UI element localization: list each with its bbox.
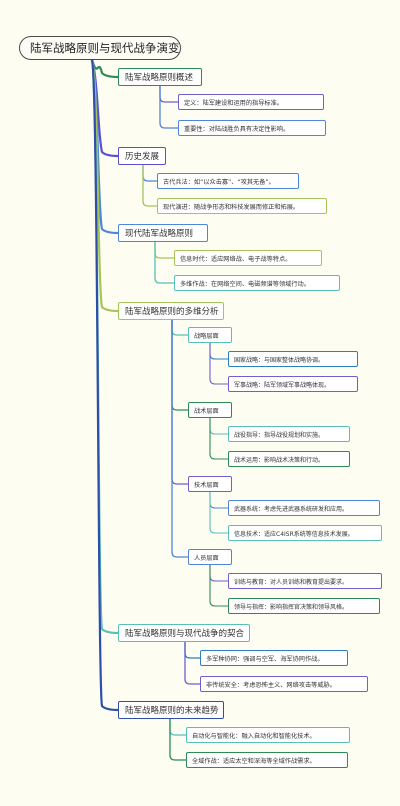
subtopic-label: 信息时代：适应网络战、电子战等特点。 <box>180 255 292 263</box>
subtopic-label: 人员层面 <box>194 554 219 562</box>
subtopic[interactable]: 信息时代：适应网络战、电子战等特点。 <box>174 250 322 266</box>
subtopic-connector <box>171 319 189 558</box>
leaf-connector <box>209 342 229 360</box>
subtopic[interactable]: 定义：陆军建设和运用的指导标准。 <box>178 94 324 110</box>
branch-topic-label: 现代陆军战略原则 <box>125 229 194 239</box>
subtopic-connector <box>171 319 189 411</box>
branch-topic[interactable]: 陆军战略原则与现代战争的契合 <box>118 624 250 642</box>
branch-topic-label: 陆军战略原则概述 <box>125 73 194 83</box>
subtopic-label: 定义：陆军建设和运用的指导标准。 <box>184 99 283 107</box>
subtopic-connector <box>142 164 158 207</box>
branch-topic[interactable]: 陆军战略原则概述 <box>118 68 202 86</box>
branch-connector <box>90 58 120 79</box>
subtopic-connector <box>159 85 179 103</box>
leaf-topic[interactable]: 国家战略：与国家整体战略协调。 <box>228 351 358 367</box>
root-topic[interactable]: 陆军战略原则与现代战争演变 <box>19 36 181 60</box>
leaf-topic-label: 领导与指挥：影响指挥官决策和领导风格。 <box>234 603 349 611</box>
root-topic-label: 陆军战略原则与现代战争演变 <box>30 41 180 55</box>
leaf-topic[interactable]: 军事战略：陆军领域军事战略体现。 <box>228 376 358 392</box>
leaf-topic-label: 训练与教育：对人员训练和教育提出要求。 <box>234 578 349 586</box>
leaf-topic-label: 军事战略：陆军领域军事战略体现。 <box>234 381 331 389</box>
branch-topic[interactable]: 历史发展 <box>118 147 166 165</box>
subtopic-label: 自动化与智能化：融入自动化和智能化技术。 <box>192 732 316 740</box>
leaf-topic[interactable]: 武器系统：考虑先进武器系统研发和应用。 <box>228 500 380 516</box>
leaf-topic-label: 信息技术：适应C4ISR系统等信息技术发展。 <box>234 530 354 538</box>
leaf-topic[interactable]: 战役指导：指导战役规划和实施。 <box>228 426 350 442</box>
leaf-topic[interactable]: 信息技术：适应C4ISR系统等信息技术发展。 <box>228 525 382 541</box>
branch-topic-label: 陆军战略原则的多维分析 <box>125 307 219 317</box>
subtopic[interactable]: 现代演进：随战争形态和科技发展而修正和拓展。 <box>157 198 327 214</box>
leaf-topic-label: 国家战略：与国家整体战略协调。 <box>234 356 325 364</box>
leaf-connector <box>209 417 229 460</box>
branch-topic[interactable]: 陆军战略原则的未来趋势 <box>118 701 224 719</box>
subtopic[interactable]: 自动化与智能化：融入自动化和智能化技术。 <box>186 727 350 743</box>
branch-topic-label: 陆军战略原则与现代战争的契合 <box>125 629 245 639</box>
leaf-topic[interactable]: 战术运用：影响战术决策和行动。 <box>228 451 350 467</box>
leaf-connector <box>209 342 229 385</box>
subtopic-label: 多军种协同：强调与空军、海军协同作战。 <box>206 655 324 663</box>
subtopic-label: 重要性：对陆战胜负具有决定性影响。 <box>184 125 290 133</box>
leaf-topic-label: 战术运用：影响战术决策和行动。 <box>234 456 325 464</box>
leaf-connector <box>209 491 229 509</box>
leaf-connector <box>209 491 229 534</box>
subtopic[interactable]: 战术层面 <box>188 402 232 418</box>
leaf-topic[interactable]: 领导与指挥：影响指挥官决策和领导风格。 <box>228 598 380 614</box>
leaf-topic-label: 战役指导：指导战役规划和实施。 <box>234 431 325 439</box>
branch-topic-label: 历史发展 <box>125 152 160 162</box>
subtopic-connector <box>169 718 187 761</box>
branch-topic-label: 陆军战略原则的未来趋势 <box>125 706 219 716</box>
leaf-connector <box>209 564 229 607</box>
subtopic-label: 战略层面 <box>194 332 219 340</box>
subtopic-label: 非传统安全：考虑恐怖主义、网络攻击等威胁。 <box>206 681 336 689</box>
subtopic-connector <box>154 241 175 284</box>
leaf-connector <box>209 417 229 435</box>
leaf-topic[interactable]: 训练与教育：对人员训练和教育提出要求。 <box>228 573 382 589</box>
branch-topic[interactable]: 陆军战略原则的多维分析 <box>118 302 224 320</box>
subtopic-label: 多维作战：在网络空间、电磁频谱等领域行动。 <box>180 280 310 288</box>
subtopic-label: 全域作战：适应太空和深海等全域作战需求。 <box>192 757 316 765</box>
subtopic-connector <box>184 641 201 659</box>
subtopic-connector <box>171 319 189 336</box>
subtopic[interactable]: 多维作战：在网络空间、电磁频谱等领域行动。 <box>174 275 340 291</box>
subtopic-connector <box>142 164 158 182</box>
leaf-connector <box>209 564 229 582</box>
subtopic-connector <box>154 241 175 259</box>
branch-connector <box>90 58 120 313</box>
subtopic[interactable]: 多军种协同：强调与空军、海军协同作战。 <box>200 650 348 666</box>
subtopic-label: 战术层面 <box>194 407 219 415</box>
subtopic[interactable]: 古代兵法：如“以众击寡”、“攻其无备”。 <box>157 173 299 189</box>
branch-topic[interactable]: 现代陆军战略原则 <box>118 224 208 242</box>
subtopic-label: 古代兵法：如“以众击寡”、“攻其无备”。 <box>163 178 275 186</box>
subtopic[interactable]: 技术层面 <box>188 476 232 492</box>
branch-connector <box>90 58 120 712</box>
subtopic[interactable]: 全域作战：适应太空和深海等全域作战需求。 <box>186 752 348 768</box>
subtopic-connector <box>169 718 187 736</box>
leaf-topic-label: 武器系统：考虑先进武器系统研发和应用。 <box>234 505 349 513</box>
subtopic-connector <box>184 641 201 685</box>
subtopic-label: 技术层面 <box>194 481 219 489</box>
subtopic[interactable]: 非传统安全：考虑恐怖主义、网络攻击等威胁。 <box>200 676 368 692</box>
subtopic[interactable]: 重要性：对陆战胜负具有决定性影响。 <box>178 120 326 136</box>
subtopic-connector <box>171 319 189 485</box>
subtopic-connector <box>159 85 179 129</box>
subtopic[interactable]: 战略层面 <box>188 327 232 343</box>
subtopic-label: 现代演进：随战争形态和科技发展而修正和拓展。 <box>163 203 300 211</box>
subtopic[interactable]: 人员层面 <box>188 549 232 565</box>
